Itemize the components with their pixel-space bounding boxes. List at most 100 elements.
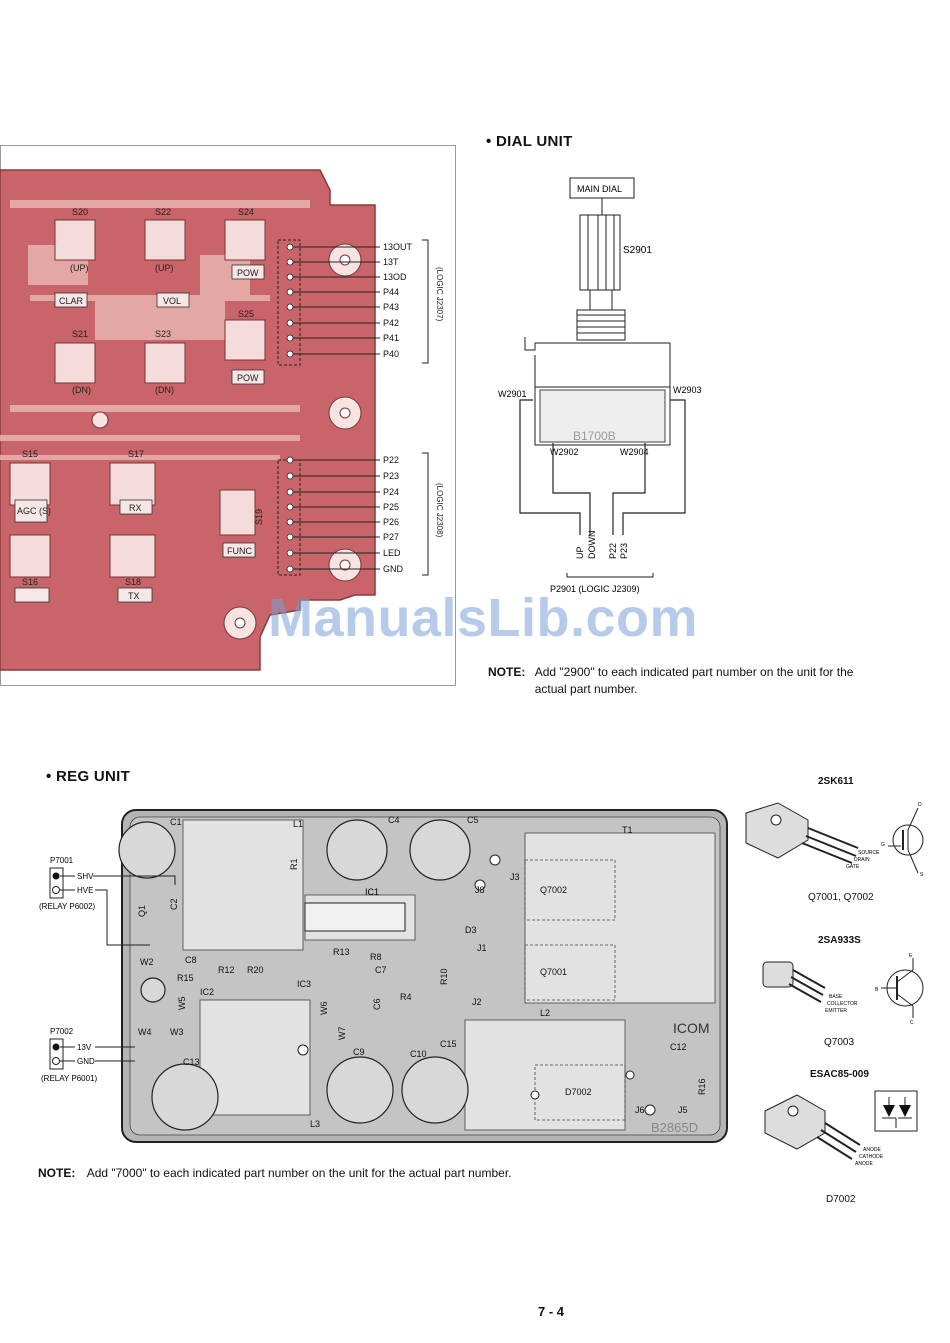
p7002-label: P7002 [50,1027,74,1036]
reg-part-label: IC1 [365,887,379,897]
reg-unit-diagram: IC1 C1 L1 C4 C5 T1 R1 Q7002 Q7001 D3 J1 … [39,809,728,1143]
p7002-pin: GND [77,1057,95,1066]
reg-part-label: R13 [333,947,350,957]
j2-pin-label: GND [383,564,404,574]
reg-part-label: D7002 [565,1087,592,1097]
key-label-dn: (DN) [155,385,174,395]
switch-label: S18 [125,577,141,587]
note-text: Add "7000" to each indicated part number… [86,1166,512,1180]
logic-board-diagram: S20 S22 S24 S21 S23 S25 S15 S17 S16 S18 … [0,145,456,686]
reg-unit-heading: • REG UNIT [46,768,131,785]
component-title: ESAC85-009 [810,1069,869,1080]
key-label-up: (UP) [70,263,89,273]
reg-part-label: L2 [540,1008,550,1018]
key-label-dn: (DN) [72,385,91,395]
p7002-pin: 13V [77,1043,92,1052]
key-label-pow: POW [237,268,259,278]
dial-unit-heading: • DIAL UNIT [486,133,573,150]
w2902-label: W2902 [550,447,579,457]
key-label-vol: VOL [163,296,181,306]
switch-label: S23 [155,329,171,339]
main-dial-label: MAIN DIAL [577,184,622,194]
reg-part-label: R16 [697,1078,707,1095]
diode-pin-label: CATHODE [859,1154,884,1160]
reg-part-label: R12 [218,965,235,975]
reg-part-label: IC2 [200,987,214,997]
reg-part-label: J8 [475,885,485,895]
reg-part-label: C1 [170,817,182,827]
note-prefix: NOTE: [488,665,526,679]
transistor-symbol-pin: C [910,1020,914,1025]
switch-label: S15 [22,449,38,459]
fet-pin-label: GATE [846,864,860,870]
reg-part-label: W7 [337,1027,347,1041]
j1-pin-label: P43 [383,302,399,312]
reg-part-label: D3 [465,925,477,935]
w2904-label: W2904 [620,447,649,457]
reg-part-label: R15 [177,973,194,983]
reg-part-label: L3 [310,1119,320,1129]
key-label-clar: CLAR [59,296,84,306]
component-caption: Q7001, Q7002 [808,892,874,903]
j2-pin-label: LED [383,548,401,558]
reg-part-label: C2 [169,898,179,910]
diode-pin-label: ANODE [863,1147,881,1153]
switch-label: S25 [238,309,254,319]
transistor-symbol-pin: B [875,987,879,993]
j1-pin-label: P40 [383,349,399,359]
j1-pin-label: 13OD [383,272,407,282]
j2-pin-label: P24 [383,487,399,497]
reg-part-label: Q7001 [540,967,567,977]
fet-pin-label: SOURCE [858,850,880,856]
dial-unit-note: NOTE: Add "2900" to each indicated part … [488,664,888,698]
key-label-pow: POW [237,373,259,383]
j1-pin-label: P41 [383,333,399,343]
component-title: 2SK611 [818,776,854,787]
fet-symbol-pin: G [881,842,885,848]
key-label-up: (UP) [155,263,174,273]
switch-label: S21 [72,329,88,339]
reg-part-label: C13 [183,1057,200,1067]
dial-connector-label: P2901 (LOGIC J2309) [550,584,640,594]
component-caption: D7002 [826,1194,856,1205]
j2-pin-label: P23 [383,471,399,481]
reg-part-label: C10 [410,1049,427,1059]
reg-part-label: L1 [293,819,303,829]
reg-part-label: C6 [372,998,382,1010]
transistor-pin-label: BASE [829,994,843,1000]
reg-unit-note: NOTE: Add "7000" to each indicated part … [38,1165,658,1182]
reg-part-label: R4 [400,992,412,1002]
transistor-pin-label: EMITTER [825,1008,847,1014]
j1-group-label: (LOGIC J2307) [435,267,444,322]
reg-brand: ICOM [673,1020,710,1036]
transistor-pin-label: COLLECTOR [827,1001,858,1007]
transistor-symbol-pin: E [909,953,913,959]
component-title: 2SA933S [818,935,861,946]
switch-label: S17 [128,449,144,459]
reg-part-label: W6 [319,1002,329,1016]
j1-pin-label: 13OUT [383,242,413,252]
reg-part-label: J3 [510,872,520,882]
p7001-relay: (RELAY P6002) [39,902,96,911]
fet-pin-label: DRAIN [854,857,870,863]
reg-part-label: W2 [140,957,154,967]
key-label-agc: AGC (S) [17,506,51,516]
reg-board-code: B2865D [651,1120,698,1135]
reg-part-label: T1 [622,825,633,835]
reg-part-label: C12 [670,1042,687,1052]
reg-part-label: W4 [138,1027,152,1037]
reg-part-label: R8 [370,952,382,962]
note-prefix: NOTE: [38,1166,76,1180]
wire-up: UP [575,546,585,559]
fet-package-drawing: SOURCE DRAIN GATE D G S [745,802,924,878]
p7001-label: P7001 [50,856,74,865]
dial-switch-label: S2901 [623,245,652,256]
j2-pin-label: P26 [383,517,399,527]
j2-pin-label: P27 [383,532,399,542]
fet-symbol-pin: S [920,872,924,878]
key-label-func: FUNC [227,546,252,556]
reg-part-label: C8 [185,955,197,965]
reg-part-label: C15 [440,1039,457,1049]
j2-pin-label: P25 [383,502,399,512]
reg-part-label: C5 [467,815,479,825]
